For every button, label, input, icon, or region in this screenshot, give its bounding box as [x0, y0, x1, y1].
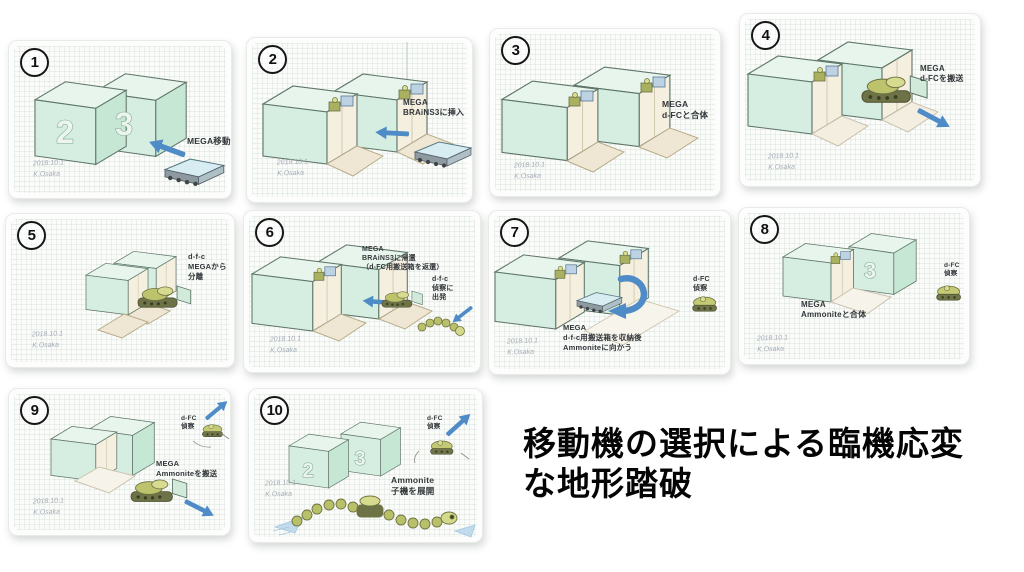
signature: 2018.10.1 K.Osaka	[32, 159, 65, 179]
panel-number: 1	[20, 48, 49, 77]
sketch-head-to-ammonite	[494, 240, 717, 346]
storyboard-panel-5: 5 d-f-c MEGAから 分離 2018.10.1 K.Osaka	[5, 213, 235, 368]
dfc-robot	[936, 285, 961, 301]
small-direction-arrow	[202, 397, 230, 424]
scribble-lines	[192, 432, 230, 448]
signature: 2018.10.1 K.Osaka	[767, 152, 800, 172]
scribble-lines	[414, 450, 470, 464]
signature: 2018.10.1 K.Osaka	[756, 334, 789, 354]
panel-number: 5	[17, 221, 46, 250]
closed-box-3	[340, 421, 401, 477]
snake-robot	[417, 316, 465, 336]
panel-number: 8	[750, 215, 779, 244]
panel-number: 7	[500, 218, 529, 247]
ramp	[377, 301, 434, 330]
caption: MEGA d-FCと合体	[662, 99, 709, 121]
box-3-label: 3	[115, 106, 133, 142]
side-caption: d-FC 偵察	[181, 415, 197, 431]
closed-box-2	[34, 81, 127, 165]
dfc-robot	[202, 424, 223, 438]
closed-box-3	[848, 233, 917, 295]
caption: MEGA BRAiNS3に帰還 （d-FC用搬送箱を返還）	[362, 246, 444, 272]
box-3-label: 3	[864, 258, 876, 283]
storyboard-panel-9: 9 3 MEGA Ammoniteを搬送 d-FC 偵察 2018.10.1 K…	[8, 388, 231, 536]
box-2-label: 2	[56, 114, 74, 150]
panel-number: 4	[751, 21, 780, 50]
ramp	[565, 141, 626, 173]
signature: 2018.10.1 K.Osaka	[506, 337, 539, 357]
caption: MEGA移動	[187, 136, 231, 146]
side-caption: d-FC 偵察	[944, 262, 960, 278]
snake-robot	[291, 495, 458, 530]
panel-number: 9	[20, 396, 49, 425]
small-direction-arrow	[443, 409, 475, 440]
panel-number: 3	[501, 36, 530, 65]
ramp	[73, 466, 137, 494]
caption: MEGA Ammoniteと合体	[801, 300, 867, 320]
sketch-deploy-child-units: 2 3	[272, 409, 476, 538]
ramp	[880, 101, 940, 133]
sketch-dock-with-dfc	[501, 66, 700, 173]
signature: 2018.10.1 K.Osaka	[31, 330, 64, 350]
storyboard-panel-10: 10 2 3 Ammonite 子機を展開 d-FC	[248, 388, 483, 543]
signature: 2018.10.1 K.Osaka	[32, 497, 65, 517]
caption: MEGA Ammoniteを搬送	[156, 459, 218, 478]
ramp	[637, 127, 700, 159]
open-box-front	[85, 262, 149, 316]
ramp	[829, 287, 893, 315]
panel-number: 6	[255, 218, 284, 247]
ramp	[810, 115, 870, 147]
signature: 2018.10.1 K.Osaka	[269, 335, 302, 355]
side-caption: d-FC 偵察	[693, 276, 710, 293]
sketch-separate-from-mega	[85, 250, 192, 339]
ramp	[96, 313, 150, 339]
dfc-robot	[430, 440, 454, 455]
closed-box-2	[288, 433, 349, 489]
sketch-dock-with-ammonite: 3	[782, 233, 961, 315]
side-caption: d-FC 偵察	[427, 415, 443, 431]
caption: MEGA d-FCを搬送	[920, 64, 964, 84]
small-direction-arrow	[449, 303, 475, 326]
storyboard-panel-6: 6 MEGA BRAiNS3に帰還 （d-FC用搬送箱を返還） d-f-c 偵察…	[243, 210, 481, 373]
sketch-insert-into-brains3	[262, 42, 472, 177]
dfc-robot	[692, 296, 717, 312]
ramp	[325, 145, 385, 177]
mega-carrier-robot	[130, 478, 188, 502]
sketch-transport-dfc	[747, 41, 953, 147]
box-2-label: 2	[302, 460, 313, 482]
graph-paper	[14, 394, 225, 530]
caption: d-f-c MEGAから 分離	[188, 252, 227, 281]
storyboard-panel-8: 8 3 MEGA Ammoniteと合体 d-FC 偵察 2018.10.1 K…	[738, 207, 970, 365]
signature: 2018.10.1 K.Osaka	[276, 158, 309, 178]
slide-title: 移動機の選択による臨機応変 な地形踏破	[523, 425, 965, 503]
sketch-return-to-brains3	[251, 244, 475, 342]
mega-robot	[164, 158, 225, 187]
direction-arrow	[182, 495, 217, 522]
caption: Ammonite 子機を展開	[391, 475, 435, 497]
storyboard-panel-7: 7 MEGA d-f-c用搬送箱を収納後 Ammoniteに向かう d-FC 偵…	[488, 210, 731, 375]
u-turn-arrow	[608, 275, 647, 319]
caption: MEGA d-f-c用搬送箱を収納後 Ammoniteに向かう	[563, 323, 642, 352]
panel-number: 10	[260, 396, 289, 425]
ramp	[311, 313, 368, 342]
storyboard-panel-3: 3 MEGA d-FCと合体 2018.10.1 K.Osaka	[489, 28, 721, 197]
signature: 2018.10.1 K.Osaka	[264, 479, 297, 499]
signature: 2018.10.1 K.Osaka	[513, 161, 546, 181]
panel-number: 2	[258, 45, 287, 74]
storyboard-panel-4: 4 MEGA d-FCを搬送 2018.10.1 K.Osaka	[739, 13, 981, 187]
sketch-transport-ammonite: 3	[50, 397, 230, 522]
storyboard-panel-1: 1 2 3 MEGA移動 2018.10.1 K.Osaka	[8, 40, 232, 199]
sketch-mega-moves: 2 3	[34, 73, 225, 187]
box-3-label: 3	[354, 448, 365, 470]
storyboard-panel-2: 2 MEGA BRAiNS3に挿入 2018.10.1 K.Osaka	[246, 37, 473, 203]
caption: MEGA BRAiNS3に挿入	[403, 98, 465, 118]
side-caption: d-f-c 偵察に 出発	[432, 276, 454, 302]
